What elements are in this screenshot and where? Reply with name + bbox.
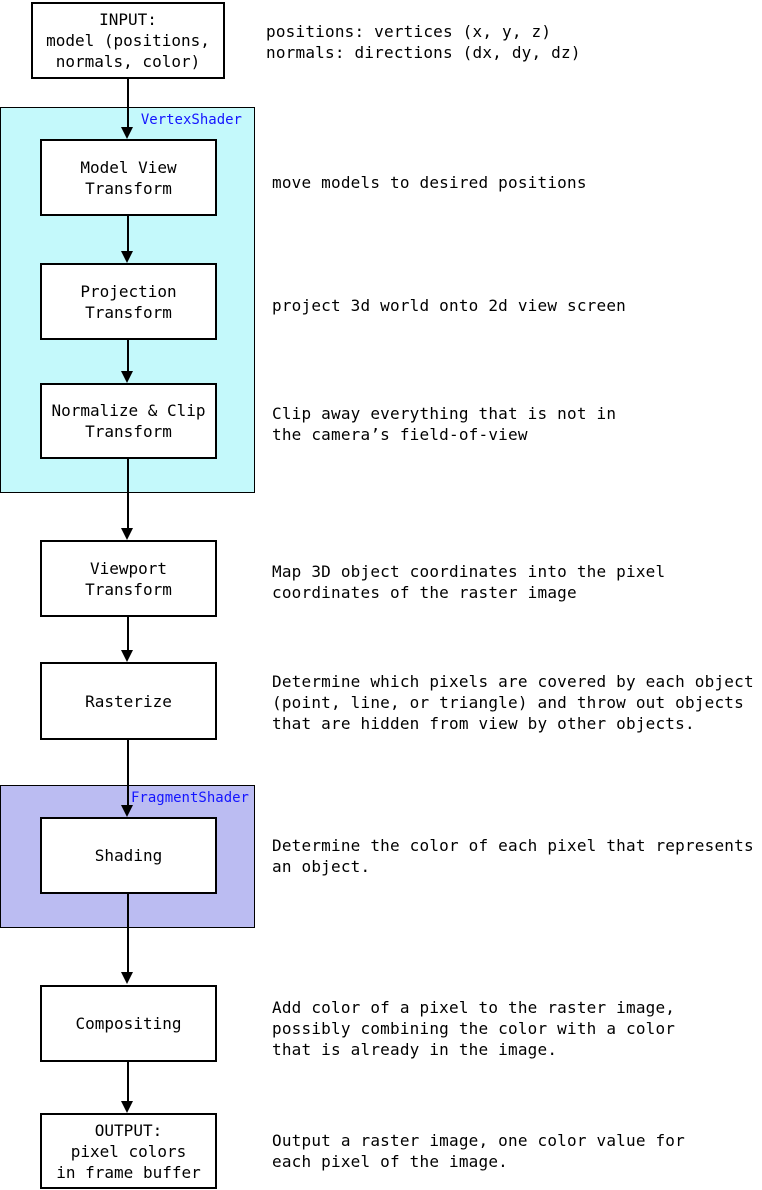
arrow-viewport-to-rasterize: [121, 617, 134, 662]
arrow-shaft: [126, 740, 129, 806]
model-view-annotation: move models to desired positions: [272, 173, 587, 192]
compositing-node: Compositing: [40, 985, 217, 1062]
shading-annotation: Determine the color of each pixel that r…: [272, 836, 754, 876]
arrow-shaft: [126, 216, 129, 252]
fragment-shader-label: FragmentShader: [130, 790, 249, 806]
arrowhead-down-icon: [121, 127, 133, 139]
arrow-shaft: [126, 617, 129, 651]
arrowhead-down-icon: [121, 1101, 133, 1113]
arrowhead-down-icon: [121, 528, 133, 540]
viewport-transform-node: Viewport Transform: [40, 540, 217, 617]
viewport-annotation: Map 3D object coordinates into the pixel…: [272, 562, 666, 602]
arrow-normclip-to-viewport: [121, 459, 134, 540]
arrowhead-down-icon: [121, 805, 133, 817]
input-annotation: positions: vertices (x, y, z) normals: d…: [266, 22, 581, 62]
arrow-shaft: [126, 459, 129, 529]
input-node: INPUT: model (positions, normals, color): [31, 2, 225, 79]
arrowhead-down-icon: [121, 972, 133, 984]
arrowhead-down-icon: [121, 650, 133, 662]
arrow-shaft: [126, 79, 129, 128]
arrow-rasterize-to-shading: [121, 740, 134, 817]
arrowhead-down-icon: [121, 251, 133, 263]
normalize-clip-transform-node: Normalize & Clip Transform: [40, 383, 217, 459]
projection-annotation: project 3d world onto 2d view screen: [272, 296, 626, 315]
arrow-input-to-modelview: [121, 79, 134, 139]
arrow-shaft: [126, 894, 129, 973]
arrow-shaft: [126, 340, 129, 372]
arrow-compositing-to-output: [121, 1062, 134, 1113]
rasterize-node: Rasterize: [40, 662, 217, 740]
projection-transform-node: Projection Transform: [40, 263, 217, 340]
output-node: OUTPUT: pixel colors in frame buffer: [40, 1113, 217, 1189]
output-annotation: Output a raster image, one color value f…: [272, 1131, 685, 1171]
arrow-modelview-to-projection: [121, 216, 134, 263]
arrow-projection-to-normclip: [121, 340, 134, 383]
rasterize-annotation: Determine which pixels are covered by ea…: [272, 672, 754, 733]
vertex-shader-label: VertexShader: [140, 112, 242, 128]
model-view-transform-node: Model View Transform: [40, 139, 217, 216]
arrowhead-down-icon: [121, 371, 133, 383]
arrow-shaft: [126, 1062, 129, 1102]
normalize-clip-annotation: Clip away everything that is not in the …: [272, 404, 617, 444]
shading-node: Shading: [40, 817, 217, 894]
compositing-annotation: Add color of a pixel to the raster image…: [272, 998, 676, 1059]
arrow-shading-to-compositing: [121, 894, 134, 984]
